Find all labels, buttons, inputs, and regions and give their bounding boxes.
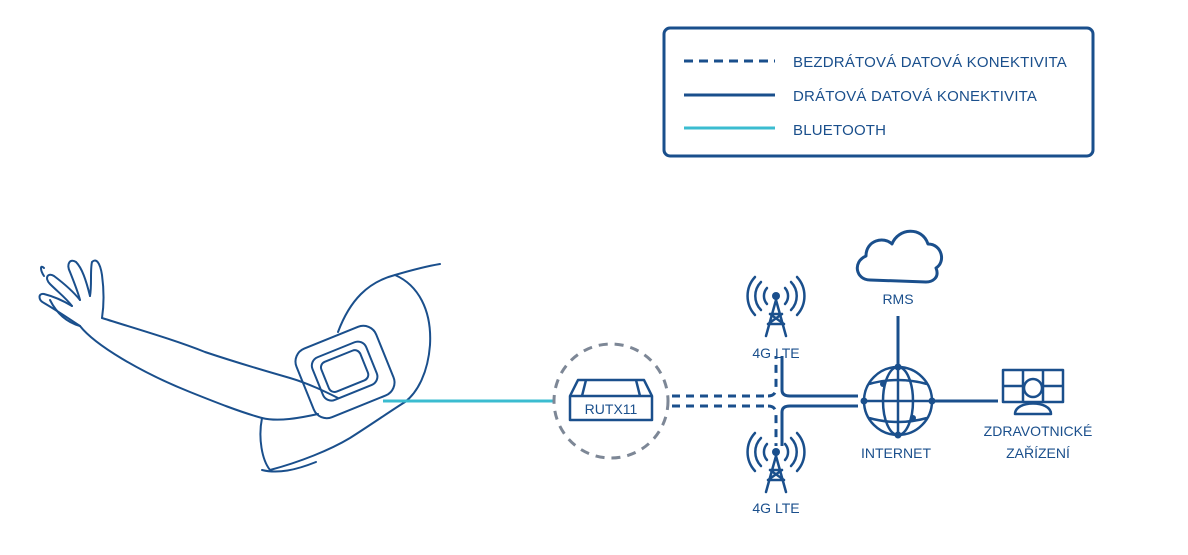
wireless-links — [672, 356, 778, 446]
cell-tower-icon-bottom — [746, 431, 806, 494]
router-label: RUTX11 — [585, 401, 638, 417]
cell-tower-icon-top — [746, 275, 806, 338]
legend-label-wired: DRÁTOVÁ DATOVÁ KONEKTIVITA — [793, 88, 1037, 105]
facility-label-line2: ZAŘÍZENÍ — [1006, 445, 1070, 461]
router-icon — [568, 378, 654, 422]
legend-box — [662, 26, 1095, 158]
tower-top-label: 4G LTE — [752, 345, 799, 361]
router-dashed-ring — [552, 342, 670, 460]
cloud-icon — [855, 229, 944, 284]
cloud-label: RMS — [882, 291, 913, 307]
facility-label-line1: ZDRAVOTNICKÉ — [984, 423, 1093, 439]
globe-icon — [862, 365, 934, 437]
globe-nodes — [860, 363, 936, 439]
legend-label-wireless: BEZDRÁTOVÁ DATOVÁ KONEKTIVITA — [793, 54, 1067, 71]
legend: BEZDRÁTOVÁ DATOVÁ KONEKTIVITA DRÁTOVÁ DA… — [662, 26, 1095, 158]
arm-with-wearable-icon — [38, 259, 441, 473]
internet-label: INTERNET — [861, 445, 931, 461]
tower-bottom-label: 4G LTE — [752, 500, 799, 516]
legend-label-bluetooth: BLUETOOTH — [793, 122, 886, 139]
wired-links — [780, 316, 998, 446]
medical-facility-icon — [1001, 368, 1065, 416]
